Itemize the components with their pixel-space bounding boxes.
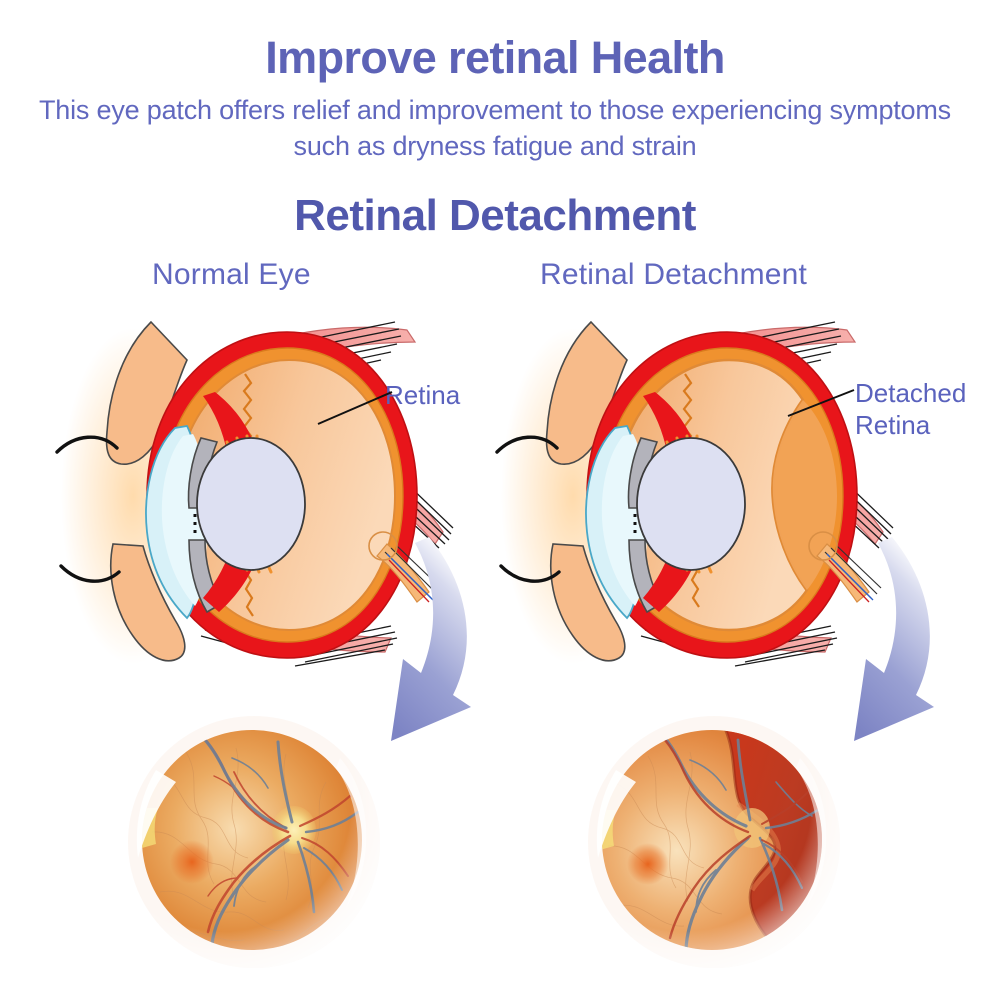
globe-gloss bbox=[588, 716, 840, 968]
lens bbox=[196, 437, 306, 571]
lower-eyelash-icon bbox=[499, 564, 561, 583]
upper-eyelash-icon bbox=[495, 435, 559, 454]
rim-shadow bbox=[796, 758, 827, 908]
optic-nerve bbox=[368, 531, 442, 603]
lens bbox=[636, 437, 746, 571]
callout-detached-retina: Detached Retina bbox=[855, 378, 967, 440]
specular-highlight bbox=[596, 770, 636, 858]
detached-eye-diagram bbox=[495, 300, 895, 690]
detached-fundus-photo bbox=[586, 712, 846, 974]
normal-eye-diagram bbox=[55, 300, 455, 690]
column-caption-detached: Retinal Detachment bbox=[540, 258, 808, 291]
arrow-normal-to-fundus bbox=[355, 535, 505, 770]
curved-arrow-icon bbox=[391, 537, 471, 741]
optic-nerve bbox=[808, 531, 882, 603]
specular-highlight bbox=[136, 770, 176, 858]
page-subtitle: This eye patch offers relief and improve… bbox=[39, 95, 951, 161]
callout-leader-line-retina bbox=[317, 391, 393, 425]
curved-arrow-icon bbox=[854, 537, 934, 741]
lower-eyelash-icon bbox=[59, 564, 121, 583]
page-title: Improve retinal Health bbox=[265, 32, 725, 83]
section-title: Retinal Detachment bbox=[294, 190, 696, 240]
lower-eyelid bbox=[110, 543, 186, 662]
column-caption-normal: Normal Eye bbox=[152, 258, 311, 291]
normal-fundus-photo bbox=[126, 712, 386, 974]
callout-leader-line-detached bbox=[787, 389, 855, 417]
globe-gloss bbox=[128, 716, 380, 968]
ciliary-body-upper bbox=[643, 392, 695, 452]
rim-shadow bbox=[336, 758, 367, 908]
arrow-detached-to-fundus bbox=[818, 535, 968, 770]
header-block: Improve retinal Health This eye patch of… bbox=[0, 0, 990, 241]
upper-eyelash-icon bbox=[55, 435, 119, 454]
lower-eyelid bbox=[550, 543, 626, 662]
callout-retina: Retina bbox=[385, 380, 461, 410]
subretinal-space bbox=[772, 400, 837, 590]
ciliary-body-upper bbox=[203, 392, 255, 452]
